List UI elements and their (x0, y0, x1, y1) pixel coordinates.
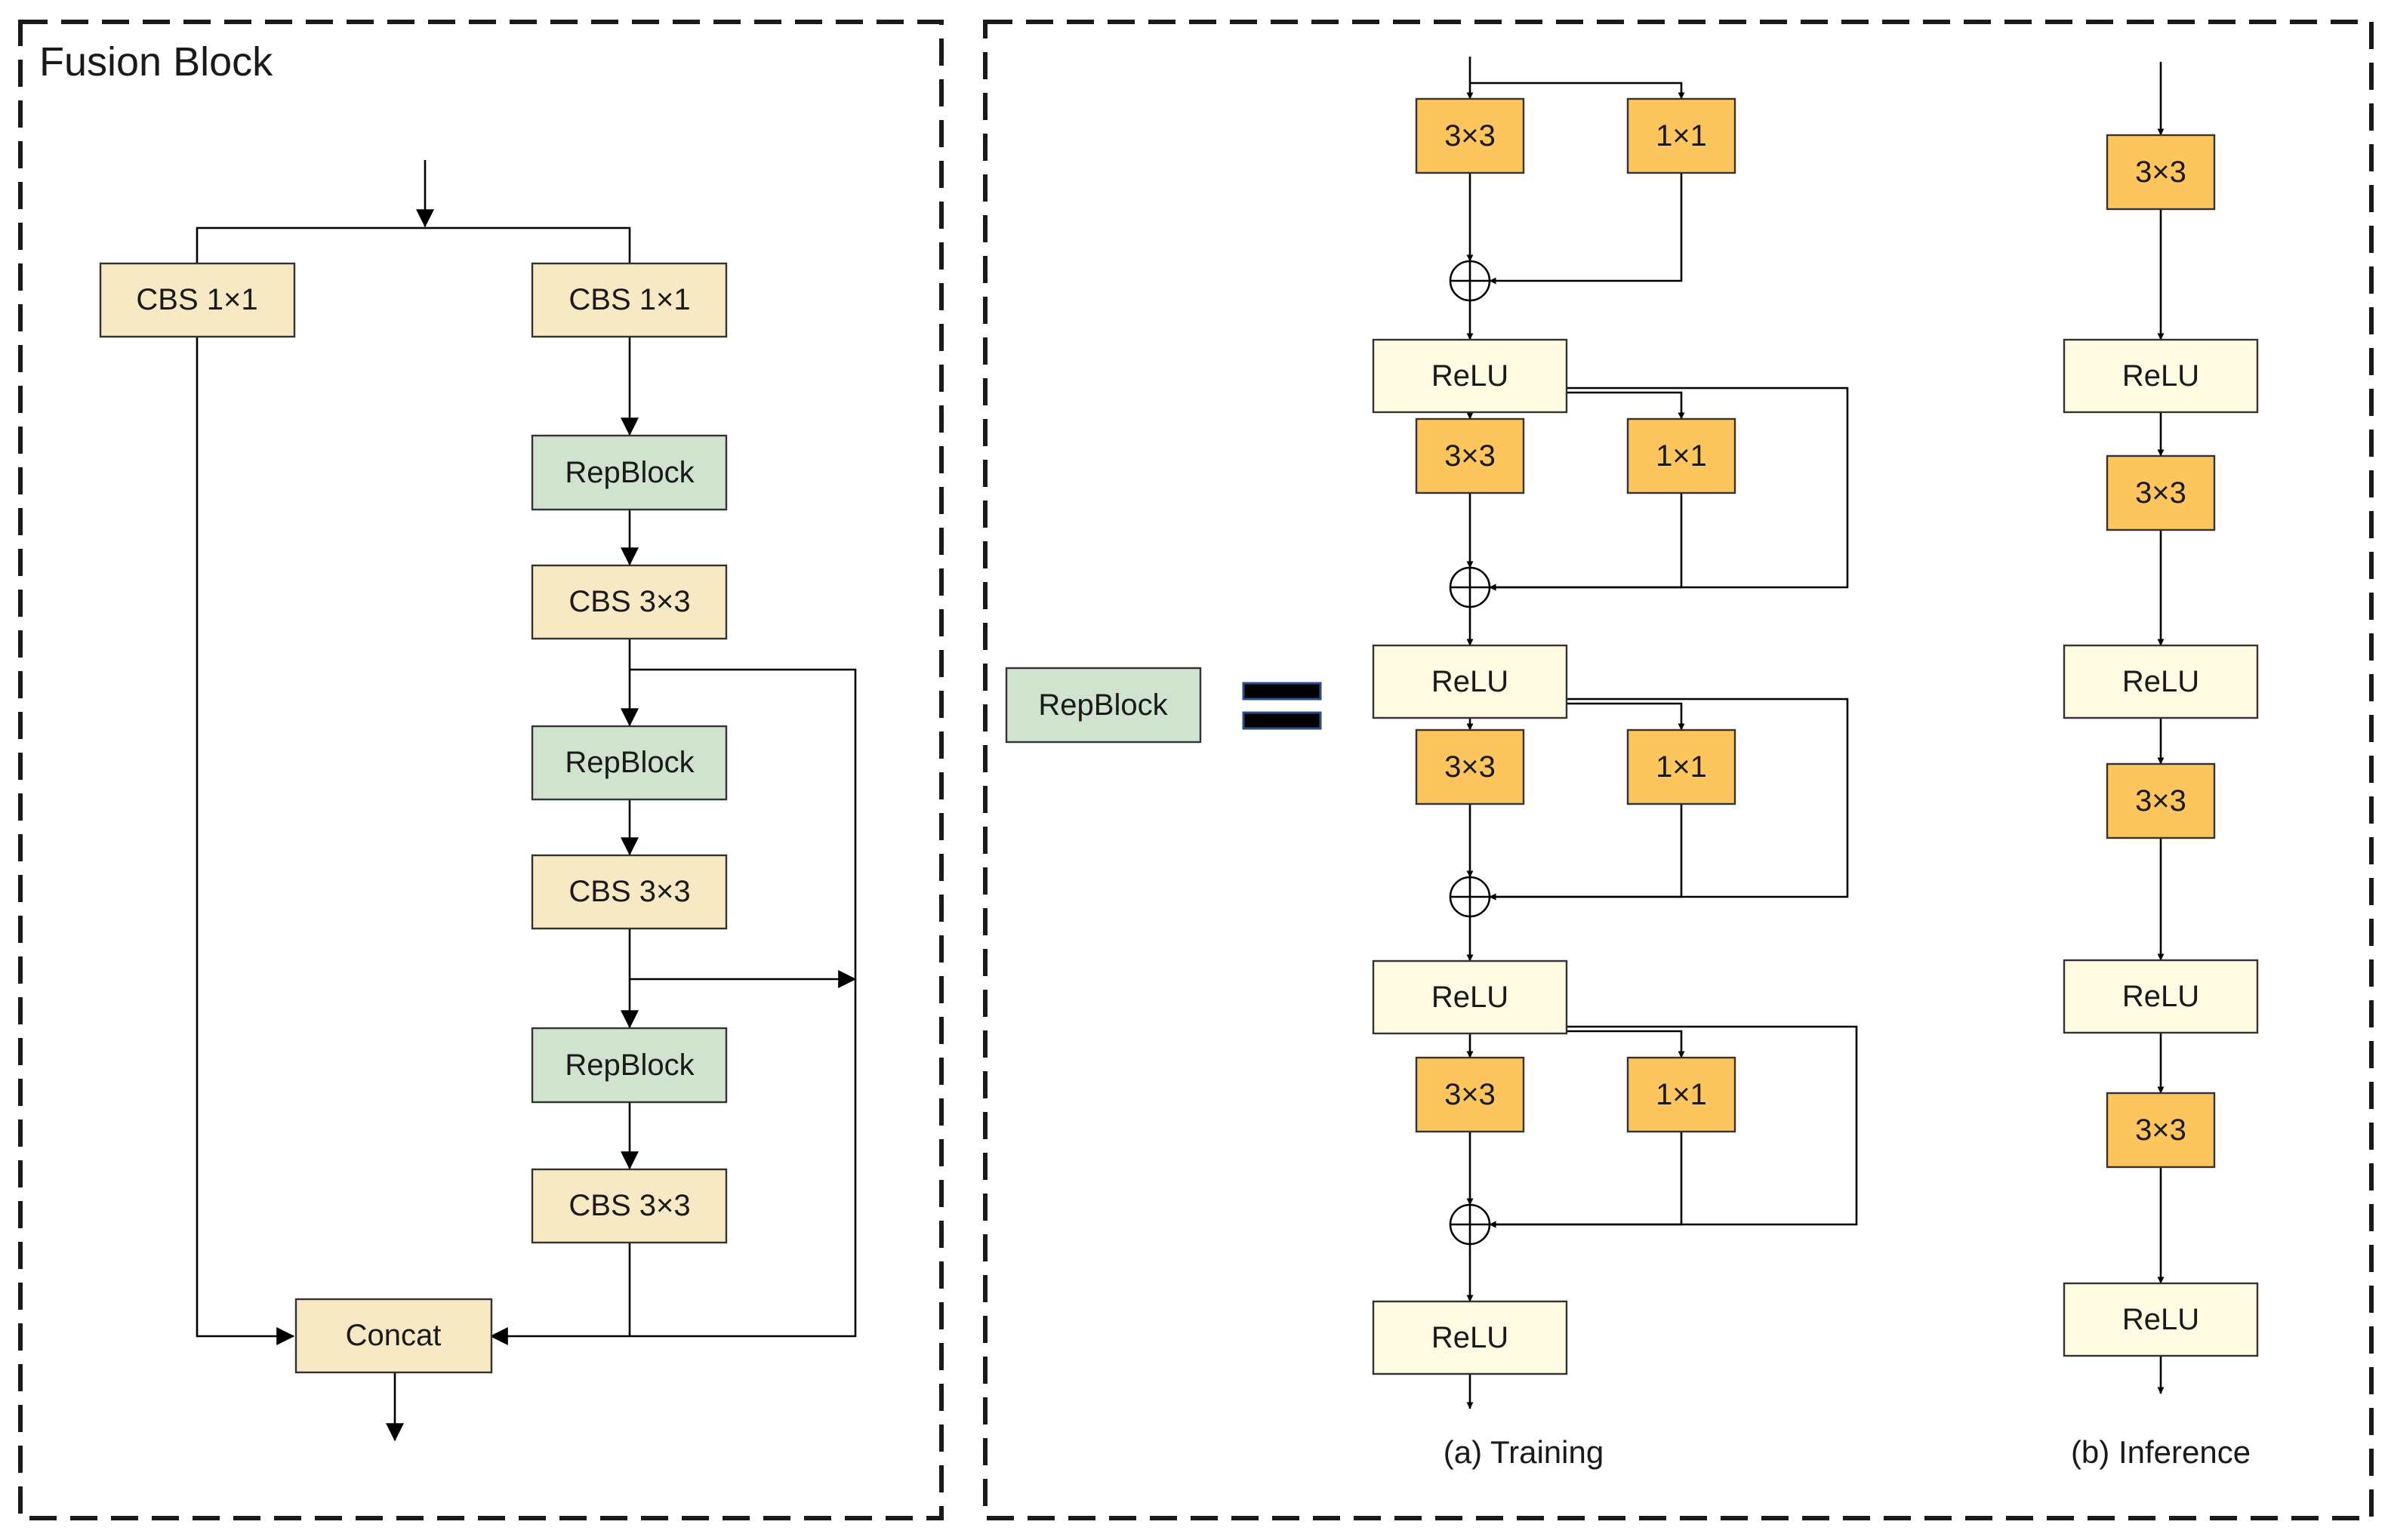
inference-conv-3x3-4: 3×3 (2106, 1092, 2216, 1169)
cbs-1x1-left: CBS 1×1 (99, 262, 296, 338)
svg-text:3×3: 3×3 (1444, 750, 1496, 784)
fusion-block-connectors (196, 160, 857, 1442)
svg-text:3×3: 3×3 (2135, 784, 2186, 818)
cbs-1x1-right: CBS 1×1 (531, 262, 728, 338)
svg-text:ReLU: ReLU (1431, 1321, 1508, 1354)
training-conv-1x1-3: 1×1 (1626, 728, 1736, 805)
training-conv-3x3-1: 3×3 (1415, 97, 1525, 174)
training-conv-3x3-2: 3×3 (1415, 417, 1525, 494)
training-adder-1 (1449, 260, 1491, 302)
svg-text:ReLU: ReLU (2122, 980, 2199, 1013)
concat-node: Concat (294, 1298, 493, 1374)
svg-text:CBS 1×1: CBS 1×1 (568, 283, 690, 316)
svg-text:RepBlock: RepBlock (1038, 688, 1168, 722)
svg-text:CBS 3×3: CBS 3×3 (568, 875, 690, 908)
svg-text:RepBlock: RepBlock (565, 746, 695, 779)
training-conv-1x1-2: 1×1 (1626, 417, 1736, 494)
inference-conv-3x3-3: 3×3 (2106, 762, 2216, 839)
svg-text:RepBlock: RepBlock (565, 1049, 695, 1082)
svg-text:ReLU: ReLU (2122, 665, 2199, 698)
cbs-3x3-3: CBS 3×3 (531, 1168, 728, 1244)
svg-text:3×3: 3×3 (1444, 439, 1496, 473)
repblock-2: RepBlock (531, 725, 728, 801)
equals-sign (1242, 682, 1322, 730)
training-conv-3x3-4: 3×3 (1415, 1056, 1525, 1133)
training-relu-3: ReLU (1372, 959, 1568, 1035)
inference-conv-3x3-2: 3×3 (2106, 454, 2216, 531)
svg-text:ReLU: ReLU (2122, 1303, 2199, 1336)
training-relu-4: ReLU (1372, 1300, 1568, 1375)
training-adder-3 (1449, 876, 1491, 918)
training-relu-1: ReLU (1372, 338, 1568, 414)
repblock-1: RepBlock (531, 434, 728, 511)
training-conv-1x1-4: 1×1 (1626, 1056, 1736, 1133)
svg-text:ReLU: ReLU (1431, 981, 1508, 1014)
svg-text:ReLU: ReLU (2122, 359, 2199, 393)
inference-relu-2: ReLU (2063, 644, 2259, 719)
fusion-block-panel (18, 20, 944, 1520)
training-relu-2: ReLU (1372, 644, 1568, 719)
svg-text:3×3: 3×3 (2135, 476, 2186, 510)
inference-relu-3: ReLU (2063, 959, 2259, 1034)
svg-text:RepBlock: RepBlock (565, 456, 695, 489)
training-conv-3x3-3: 3×3 (1415, 728, 1525, 805)
cbs-3x3-1: CBS 3×3 (531, 564, 728, 640)
inference-relu-1: ReLU (2063, 338, 2259, 414)
repblock-3: RepBlock (531, 1027, 728, 1104)
svg-text:3×3: 3×3 (1444, 119, 1496, 152)
svg-text:3×3: 3×3 (1444, 1078, 1496, 1111)
svg-text:3×3: 3×3 (2135, 1113, 2186, 1147)
cbs-3x3-2: CBS 3×3 (531, 854, 728, 930)
training-caption: (a) Training (1444, 1434, 1604, 1470)
svg-text:3×3: 3×3 (2135, 156, 2186, 189)
repblock-reference: RepBlock (1005, 667, 1202, 744)
inference-caption: (b) Inference (2071, 1434, 2251, 1470)
svg-text:CBS 3×3: CBS 3×3 (568, 585, 690, 618)
inference-conv-3x3-1: 3×3 (2106, 134, 2216, 211)
repblock-detail-panel (983, 20, 2374, 1520)
svg-text:ReLU: ReLU (1431, 665, 1508, 698)
training-conv-1x1-1: 1×1 (1626, 97, 1736, 174)
svg-text:Concat: Concat (346, 1319, 442, 1352)
training-adder-4 (1449, 1203, 1491, 1246)
svg-text:1×1: 1×1 (1656, 119, 1707, 152)
svg-text:1×1: 1×1 (1656, 1078, 1707, 1111)
svg-text:ReLU: ReLU (1431, 359, 1508, 393)
svg-text:CBS 3×3: CBS 3×3 (568, 1189, 690, 1222)
svg-text:CBS 1×1: CBS 1×1 (136, 283, 257, 316)
svg-text:1×1: 1×1 (1656, 750, 1707, 784)
training-adder-2 (1449, 566, 1491, 608)
svg-text:1×1: 1×1 (1656, 439, 1707, 473)
fusion-block-title: Fusion Block (39, 39, 273, 85)
inference-relu-4: ReLU (2063, 1282, 2259, 1357)
